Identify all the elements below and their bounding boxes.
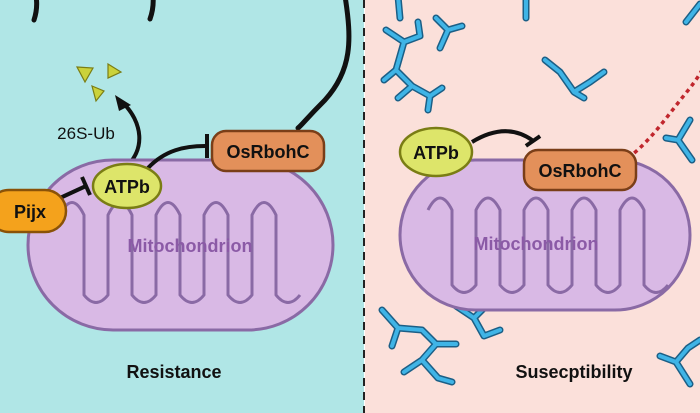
mitochondrion-right: Mitochondrion [398,158,692,312]
mitochondrion-cristae [58,201,302,304]
osrbohc-protein-right: OsRbohC [522,148,638,192]
mitochondrion-label: Mitochondrion [128,236,253,256]
atpb-protein-left: ATPb [91,162,163,210]
degradation-label: 26S-Ub [57,124,115,143]
pijx-inhibition-bar-icon [80,176,92,196]
atpb-label-right: ATPb [413,143,459,163]
resistance-panel: 26S-Ub Mitochondrion Pijx ATPb OsRbohC R [0,0,364,413]
osrbohc-label-right: OsRbohC [539,161,622,181]
ros-dashed-arrow [626,70,700,160]
pijx-protein: Pijx [0,188,68,234]
degradation-arrow-head-icon [115,95,131,111]
mitochondrion-label: Mitochondrion [474,234,599,254]
osrbohc-label-left: OsRbohC [227,142,310,162]
black-hyphae-icon [31,0,352,131]
degradation-fragments-icon [75,62,123,103]
susceptibility-panel: Mitochondrion ATPb OsRbohC Susecptibilit… [365,0,700,413]
atpb-label-left: ATPb [104,177,150,197]
atpb-inhibition-bar-icon [524,134,542,148]
atpb-inhibition-line [470,129,534,144]
mitochondrion-cristae [426,196,670,294]
pijx-label: Pijx [14,202,46,222]
atpb-protein-right: ATPb [398,126,474,178]
mitochondrion-left: Mitochondrion [26,158,335,332]
susceptibility-caption: Susecptibility [515,362,632,382]
atpb-inhibition-line [146,144,206,170]
resistance-caption: Resistance [126,362,221,382]
osrbohc-protein-left: OsRbohC [210,129,326,173]
pijx-inhibition-line [59,184,87,200]
